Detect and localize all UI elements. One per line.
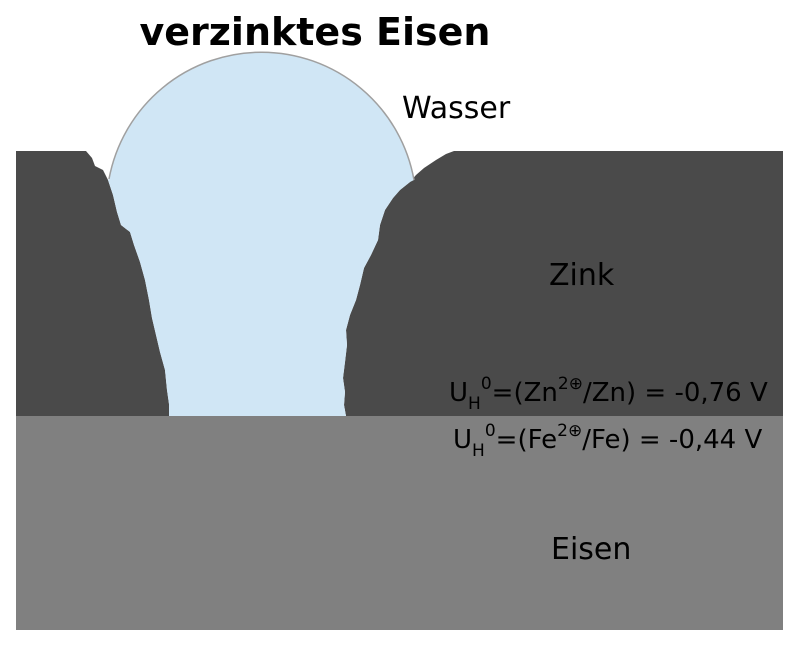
zinc-layer-left — [16, 151, 169, 416]
zinc-potential: UH0=(Zn2⊕/Zn) = -0,76 V — [449, 374, 768, 414]
iron-potential: UH0=(Fe2⊕/Fe) = -0,44 V — [453, 421, 762, 461]
iron-layer — [16, 416, 783, 630]
zinc-label: Zink — [549, 258, 615, 293]
water-droplet — [108, 52, 414, 416]
water-label: Wasser — [402, 91, 511, 126]
water-droplet-outline — [108, 51, 415, 181]
diagram-title: verzinktes Eisen — [140, 10, 491, 54]
iron-label: Eisen — [551, 532, 631, 567]
zinc-layer-right — [343, 151, 783, 416]
